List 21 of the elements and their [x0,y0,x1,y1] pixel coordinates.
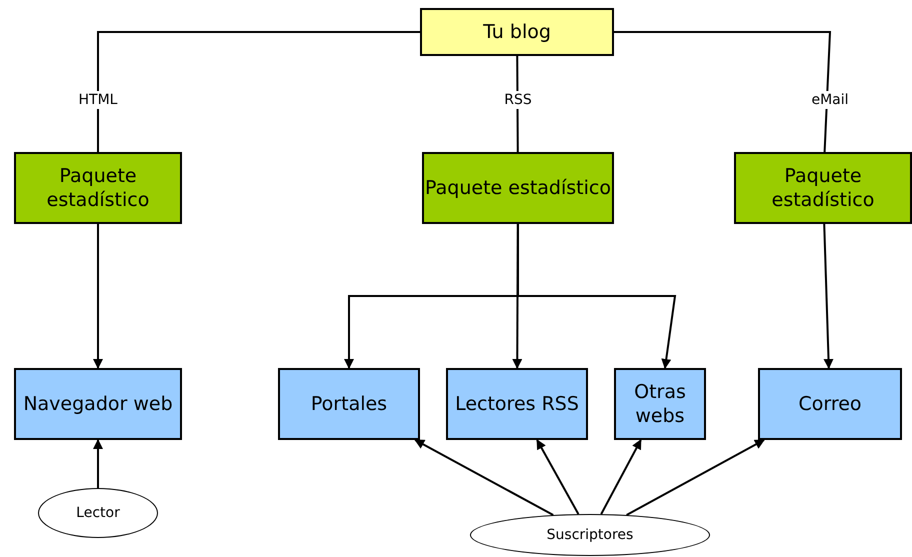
process-box: Otras webs [614,368,706,440]
arrow [517,224,676,369]
process-box: Portales [278,368,420,440]
arrow [536,439,580,515]
arrow [823,224,834,369]
process-box: Lectores RSS [446,368,588,440]
process-box: Correo [758,368,902,440]
arrow [626,439,765,516]
actor-ellipse: Lector [38,488,158,538]
arrow [414,439,554,516]
process-box: Paquete estadístico [422,152,614,224]
actor-ellipse: Suscriptores [470,514,710,556]
process-box: Navegador web [14,368,182,440]
arrow [600,439,642,515]
connector-line [97,31,420,152]
connector-line [614,31,832,152]
title-box: Tu blog [420,8,614,56]
process-box: Paquete estadístico [734,152,912,224]
arrow [93,224,103,369]
process-box: Paquete estadístico [14,152,182,224]
arrow [93,439,103,488]
